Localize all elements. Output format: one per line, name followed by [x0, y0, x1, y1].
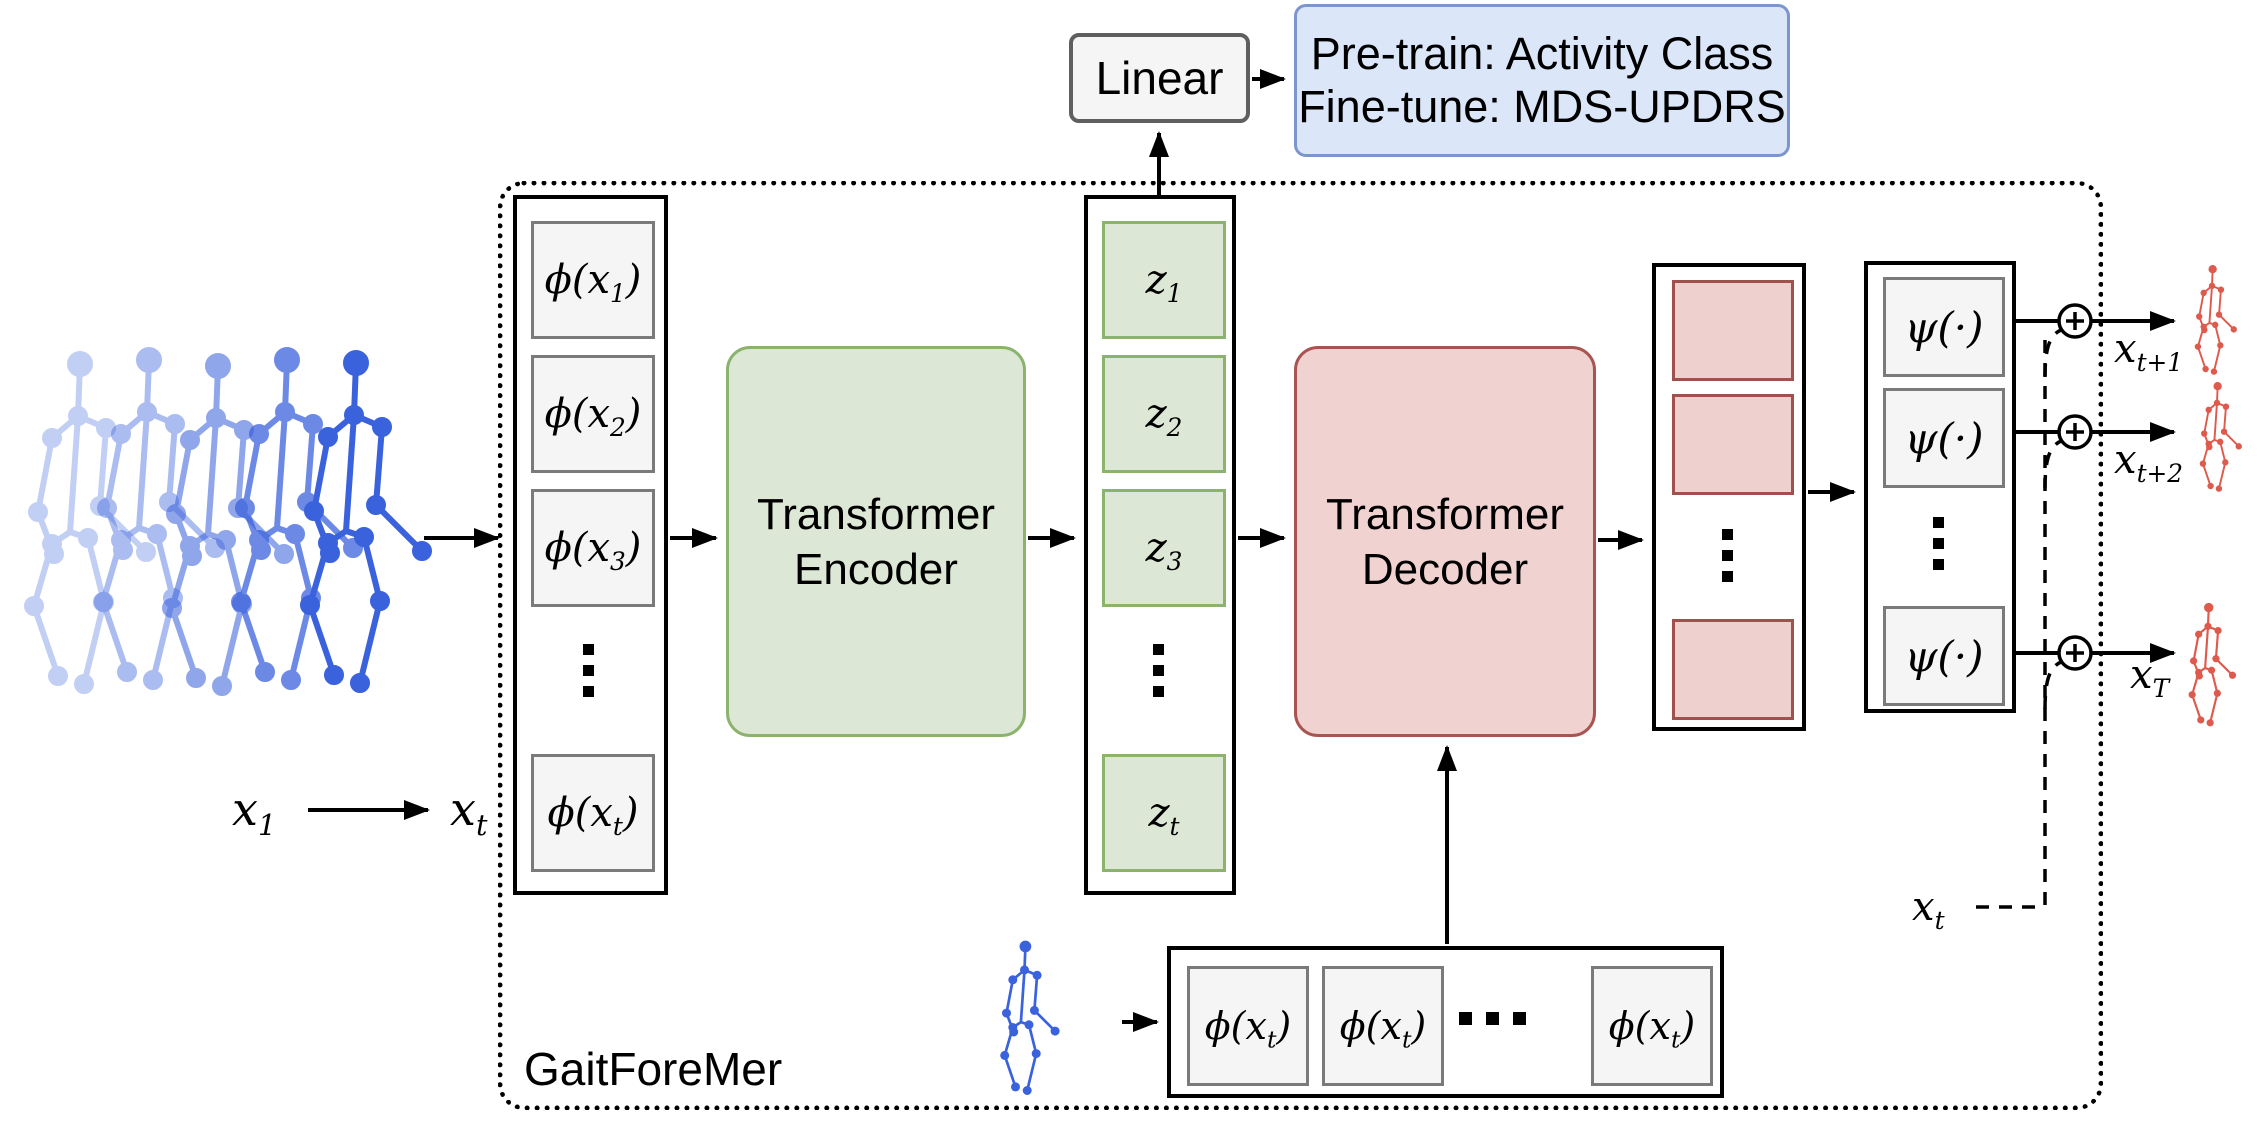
linear-layer-box: Linear [1069, 33, 1250, 123]
embedding-column: ϕ(x1) ϕ(x2) ϕ(x3) ϕ(xt) [513, 195, 668, 895]
projection-cell-1: ψ(·) [1883, 277, 2005, 377]
horizontal-ellipsis-icon [1459, 1012, 1526, 1025]
projection-cell-2: ψ(·) [1883, 388, 2005, 488]
projection-cell-3: ψ(·) [1883, 606, 2005, 706]
decoder-output-cell-3 [1672, 619, 1794, 720]
decoder-label-line2: Decoder [1361, 544, 1529, 594]
embedding-cell-1: ϕ(x1) [531, 221, 655, 339]
latent-cell-3: z3 [1102, 489, 1226, 607]
embedding-cell-3: ϕ(x3) [531, 489, 655, 607]
decoder-output-cell-1 [1672, 280, 1794, 381]
decoder-output-cell-2 [1672, 394, 1794, 495]
embedding-cell-t: ϕ(xt) [531, 754, 655, 872]
vertical-ellipsis-icon [583, 644, 594, 697]
vertical-ellipsis-icon [1933, 517, 1944, 570]
input-pose-sequence [27, 350, 429, 693]
transformer-decoder-box: Transformer Decoder [1294, 346, 1596, 737]
latent-cell-t: zt [1102, 754, 1226, 872]
output-label-T: xT [2130, 652, 2170, 703]
predicted-poses [2188, 265, 2242, 727]
decoder-input-cell-1: ϕ(xt) [1187, 966, 1309, 1086]
latent-column: z1 z2 z3 zt [1084, 195, 1236, 895]
transformer-encoder-box: Transformer Encoder [726, 346, 1026, 737]
embedding-cell-2: ϕ(x2) [531, 355, 655, 473]
encoder-label-line2: Encoder [794, 544, 958, 594]
model-name-label: GaitForeMer [524, 1043, 783, 1095]
input-seq-end-label: xt [450, 782, 488, 843]
feedback-label: xt [1912, 884, 1945, 935]
projection-column: ψ(·) ψ(·) ψ(·) [1864, 261, 2016, 713]
vertical-ellipsis-icon [1722, 529, 1733, 582]
decoder-input-row: ϕ(xt) ϕ(xt) ϕ(xt) [1167, 946, 1724, 1098]
encoder-label-line1: Transformer [757, 489, 995, 539]
output-label-t1: xt+1 [2114, 326, 2184, 377]
linear-label: Linear [1095, 52, 1224, 104]
latent-cell-1: z1 [1102, 221, 1226, 339]
input-seq-start-label: x1 [232, 782, 277, 843]
finetune-task-label: Fine-tune: MDS-UPDRS [1298, 80, 1786, 132]
task-box: Pre-train: Activity Class Fine-tune: MDS… [1294, 4, 1790, 157]
output-label-t2: xt+2 [2114, 437, 2184, 488]
decoder-label-line1: Transformer [1326, 489, 1564, 539]
vertical-ellipsis-icon [1153, 644, 1164, 697]
decoder-input-cell-3: ϕ(xt) [1591, 966, 1713, 1086]
decoder-input-cell-2: ϕ(xt) [1322, 966, 1444, 1086]
latent-cell-2: z2 [1102, 355, 1226, 473]
pretrain-task-label: Pre-train: Activity Class [1310, 28, 1774, 80]
decoder-output-column [1652, 263, 1806, 731]
model-dotted-container [498, 181, 2103, 1110]
